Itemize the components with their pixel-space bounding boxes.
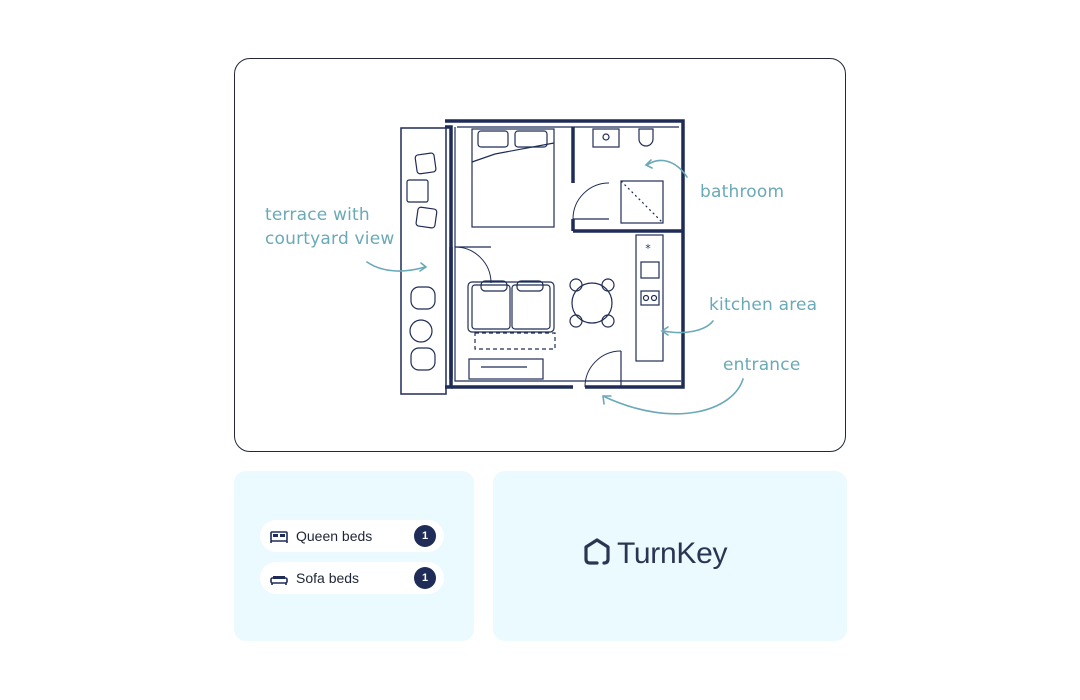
sofa-label: Sofa beds	[296, 570, 360, 586]
brand-card: TurnKey	[493, 471, 847, 641]
terrace-annotation: terrace with courtyard view	[265, 205, 395, 249]
turnkey-logo: TurnKey	[583, 537, 727, 571]
bed-row-sofa: Sofa beds 1	[260, 562, 444, 594]
beds-summary-card: Queen beds 1 Sofa beds 1	[234, 471, 474, 641]
kitchen-annotation: kitchen area	[709, 295, 818, 315]
house-logo-icon	[583, 537, 611, 571]
bed-label: Queen beds	[296, 528, 373, 544]
sink	[592, 128, 620, 148]
terrace-armchair-2	[410, 347, 436, 371]
floor-plan-card: * terrace with courtyard view bathroom k…	[234, 58, 846, 452]
brand-name: TurnKey	[617, 537, 728, 570]
kitchen-sink	[640, 261, 660, 279]
bathroom-annotation: bathroom	[700, 182, 785, 202]
bed-count-badge: 1	[414, 525, 436, 547]
svg-text:*: *	[645, 242, 651, 255]
sofa	[467, 281, 555, 333]
floor-plan-drawing: *	[366, 119, 744, 415]
tv-console	[468, 358, 544, 380]
entrance-annotation: entrance	[723, 355, 801, 375]
terrace-table	[409, 319, 433, 343]
cooktop	[640, 290, 660, 306]
kitchen-counter	[635, 234, 664, 362]
sofa-count-badge: 1	[414, 567, 436, 589]
terrace-armchair-1	[410, 286, 436, 310]
terrace-chair-1	[414, 152, 437, 175]
toilet	[638, 128, 654, 147]
bed-frame	[471, 128, 555, 228]
shower	[620, 180, 664, 224]
bed-row-queen: Queen beds 1	[260, 520, 444, 552]
bed-icon	[270, 529, 288, 543]
terrace-chair-3	[415, 206, 438, 229]
terrace-outline	[400, 127, 447, 395]
bed-pillow-1	[477, 130, 509, 148]
dining-table	[571, 282, 613, 324]
sofa-icon	[270, 571, 288, 585]
outer-wall-top	[445, 119, 685, 389]
terrace-chair-2	[406, 179, 429, 203]
